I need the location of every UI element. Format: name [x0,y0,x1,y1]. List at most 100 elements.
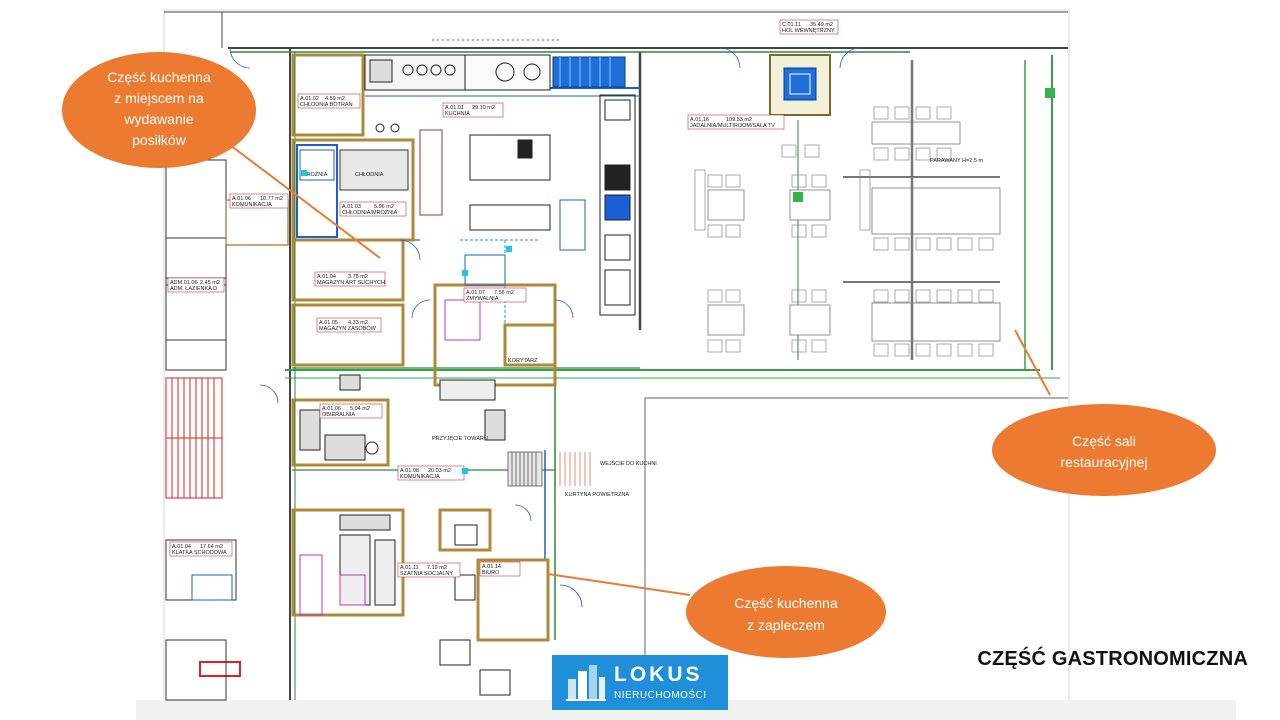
room-area: 7.19 m2 [427,565,447,571]
room-code: A.01.11 [400,565,419,571]
callout-line: restauracyjnej [1060,454,1147,470]
room-name: CHŁODNIA/MROŹNIA [342,209,398,216]
dining-chairs [694,106,994,357]
room-name: ADM. ŁAZIENKA D [170,286,217,292]
delivery-label: PRZYJĘCIE TOWARU [432,436,488,442]
chlodnia-box [339,149,409,191]
corridor-label: KORYTARZ [508,358,538,364]
room-name: KUCHNIA [445,111,470,117]
room-code: A.01.07 [466,290,485,296]
room-area: 3.78 m2 [348,274,368,280]
callout-line: z zapleczem [747,617,825,633]
room-code: A.01.06 [232,196,251,202]
callout-line: posiłków [132,132,187,148]
room-area: 29.10 m2 [472,105,495,111]
room-area: 35.49 m2 [810,22,833,28]
room-label: A.01.11 7.19 m2 SZATNIA SOCJALNY [397,562,461,578]
room-label: A.01.04 17.64 m2 KLATKA SCHODOWA [169,541,233,557]
room-code: A.01.01 [445,105,464,111]
room-name: ZMYWALNIA [466,296,499,302]
room-area: 5.04 m2 [350,406,370,412]
room-name: SZATNIA SOCJALNY [400,571,453,577]
room-code: A.01.05 [319,320,338,326]
callout-dining: Część sali restauracyjnej [992,404,1216,496]
doors [229,47,861,608]
room-code: A.01.16 [690,117,709,123]
logo-subtitle: NIERUCHOMOŚCI [614,690,707,701]
entrance-hatch [559,452,591,486]
column-marker-right [1045,88,1055,98]
callout-pointers [209,129,1051,596]
company-logo: LOKUS NIERUCHOMOŚCI [552,655,728,710]
outer-walls [164,11,1068,700]
room-label: A.01.16 109.53 m2 JADALNIA/MULTIROOM/SAL… [687,114,785,130]
room-label: ADM.01.06 2.45 m2 ADM. ŁAZIENKA D [167,277,225,293]
plan-annotations: PRZYJĘCIE TOWARU WEJŚCIE DO KUCHNI KURTY… [302,158,983,498]
logo-name: LOKUS [614,663,703,686]
room-code: A.01.06 [322,406,341,412]
kitchen-equipment [299,94,636,696]
room-name: MAGAZYN ZASOBÓW [319,325,377,332]
room-label: C.01.11 35.49 m2 HOL WEWNĘTRZNY [779,19,839,35]
height-label: PARAWANY H=2.5 m [930,158,983,164]
callout-line: wydawanie [123,111,193,127]
buildings-icon [566,665,606,701]
room-area: 17.64 m2 [200,544,223,550]
column-marker [793,192,803,202]
room-code: A.01.14 [482,564,501,570]
room-code: A.01.04 [172,544,191,550]
room-name: CHŁODNIA BOTRAN [300,102,353,108]
callout-line: Część sali [1072,433,1136,449]
room-code: A.01.03 [342,204,361,210]
room-labels: A.01.02 4.59 m2 CHŁODNIA BOTRAN A.01.01 … [167,19,839,578]
room-label: A.01.01 29.10 m2 KUCHNIA [442,102,504,118]
callout-line: z miejscem na [114,90,204,106]
callout-kitchen-back: Część kuchenna z zapleczem [686,566,886,658]
airtight-label: KURTYNA POWIETRZNA [565,492,629,498]
stair-entrance [507,451,543,487]
room-name: KOMUNIKACJA [400,474,440,480]
room-label: A.01.03 5.96 m2 CHŁODNIA/MROŹNIA [339,201,407,217]
stairs-left [165,377,241,677]
room-code: ADM.01.06 [170,280,198,286]
lift-shaft [769,54,831,116]
mroznia-label: MROŹNIA [302,171,328,178]
callout-kitchen-serving: Część kuchenna z miejscem na wydawanie p… [62,52,256,168]
cyan-markers [301,170,512,474]
room-label: A.01.02 4.59 m2 CHŁODNIA BOTRAN [297,93,361,109]
room-area: 4.33 m2 [348,320,368,326]
room-name: OBIERALNIA [322,412,355,418]
callout-line: Część kuchenna [107,69,211,85]
cold-rooms [296,144,338,238]
room-label: A.01.06 10.77 m2 KOMUNIKACJA [229,193,289,209]
room-name: BIURO [482,570,500,576]
room-label: A.01.06 5.04 m2 OBIERALNIA [319,403,383,419]
bottom-strip [136,700,1236,720]
room-code: A.01.04 [317,274,336,280]
room-area: 4.59 m2 [325,96,345,102]
room-label: A.01.04 3.78 m2 MAGAZYN ART SUCHYCH [314,271,386,287]
room-area: 5.96 m2 [374,204,394,210]
kitchen-entry-label: WEJŚCIE DO KUCHNI [600,459,657,467]
chlodnia-label: CHŁODNIA [355,172,384,178]
room-code: A.01.08 [400,468,419,474]
room-area: 20.03 m2 [428,468,451,474]
room-label: A.01.05 4.33 m2 MAGAZYN ZASOBÓW [316,317,382,333]
room-label: A.01.07 7.56 m2 ZMYWALNIA [463,287,527,303]
room-code: A.01.02 [300,96,319,102]
room-name: KOMUNIKACJA [232,202,272,208]
callout-line: Część kuchenna [734,595,838,611]
room-label: A.01.08 20.03 m2 KOMUNIKACJA [397,465,465,481]
room-code: C.01.11 [782,22,801,28]
room-name: MAGAZYN ART SUCHYCH [317,280,385,286]
room-area: 7.56 m2 [494,290,514,296]
room-label: A.01.14 BIURO [479,561,521,577]
room-name: KLATKA SCHODOWA [172,550,227,556]
dining-furniture [707,60,1001,360]
room-area: 2.45 m2 [200,280,220,286]
page-title: CZĘŚĆ GASTRONOMICZNA [977,648,1248,670]
room-area: 109.53 m2 [726,117,752,123]
room-name: HOL WEWNĘTRZNY [782,28,835,34]
room-area: 10.77 m2 [260,196,283,202]
